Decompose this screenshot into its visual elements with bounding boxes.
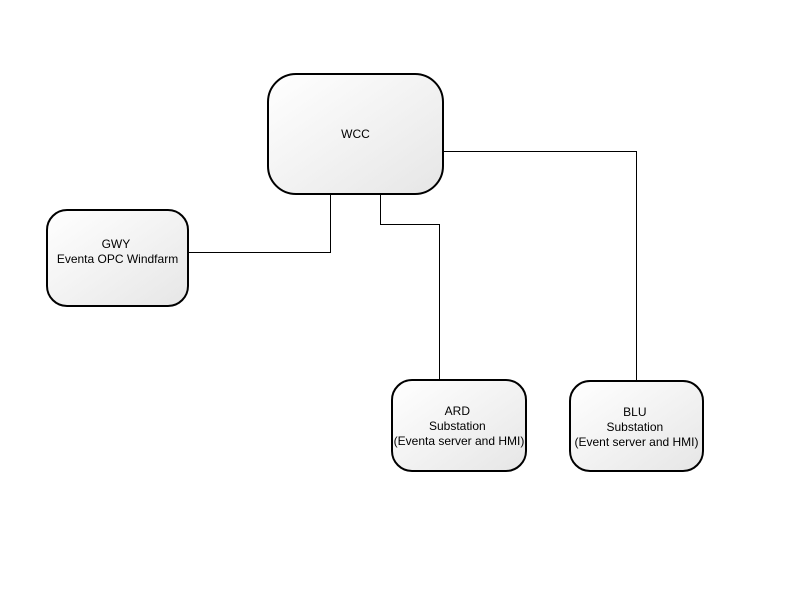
node-blu-line: BLU <box>623 405 646 419</box>
node-wcc-box <box>267 73 444 195</box>
node-gwy-box <box>46 209 189 307</box>
node-ard-line: ARD <box>445 404 471 418</box>
node-ard-line: (Eventa server and HMI) <box>394 434 525 448</box>
node-ard-line: Substation <box>429 419 486 433</box>
node-blu[interactable]: BLU Substation (Event server and HMI) <box>569 380 704 472</box>
node-wcc-line: WCC <box>341 127 370 141</box>
node-wcc-label: WCC <box>341 127 370 141</box>
node-blu-box <box>569 380 704 472</box>
node-ard-box <box>391 379 527 472</box>
connector-wcc-gwy <box>189 194 331 253</box>
connector-wcc-blu <box>443 151 637 380</box>
node-wcc[interactable]: WCC <box>267 73 444 195</box>
node-blu-label: BLU Substation (Event server and HMI) <box>574 405 698 449</box>
node-blu-line: Substation <box>606 420 663 434</box>
node-ard[interactable]: ARD Substation (Eventa server and HMI) <box>391 379 527 472</box>
node-gwy-line: Eventa OPC Windfarm <box>57 252 178 266</box>
node-gwy-line: GWY <box>102 237 131 251</box>
node-blu-line: (Event server and HMI) <box>574 435 698 449</box>
node-ard-label: ARD Substation (Eventa server and HMI) <box>394 404 525 448</box>
node-gwy-label: GWY Eventa OPC Windfarm <box>57 237 178 266</box>
connector-wcc-ard <box>380 194 440 380</box>
node-gwy[interactable]: GWY Eventa OPC Windfarm <box>46 209 189 307</box>
